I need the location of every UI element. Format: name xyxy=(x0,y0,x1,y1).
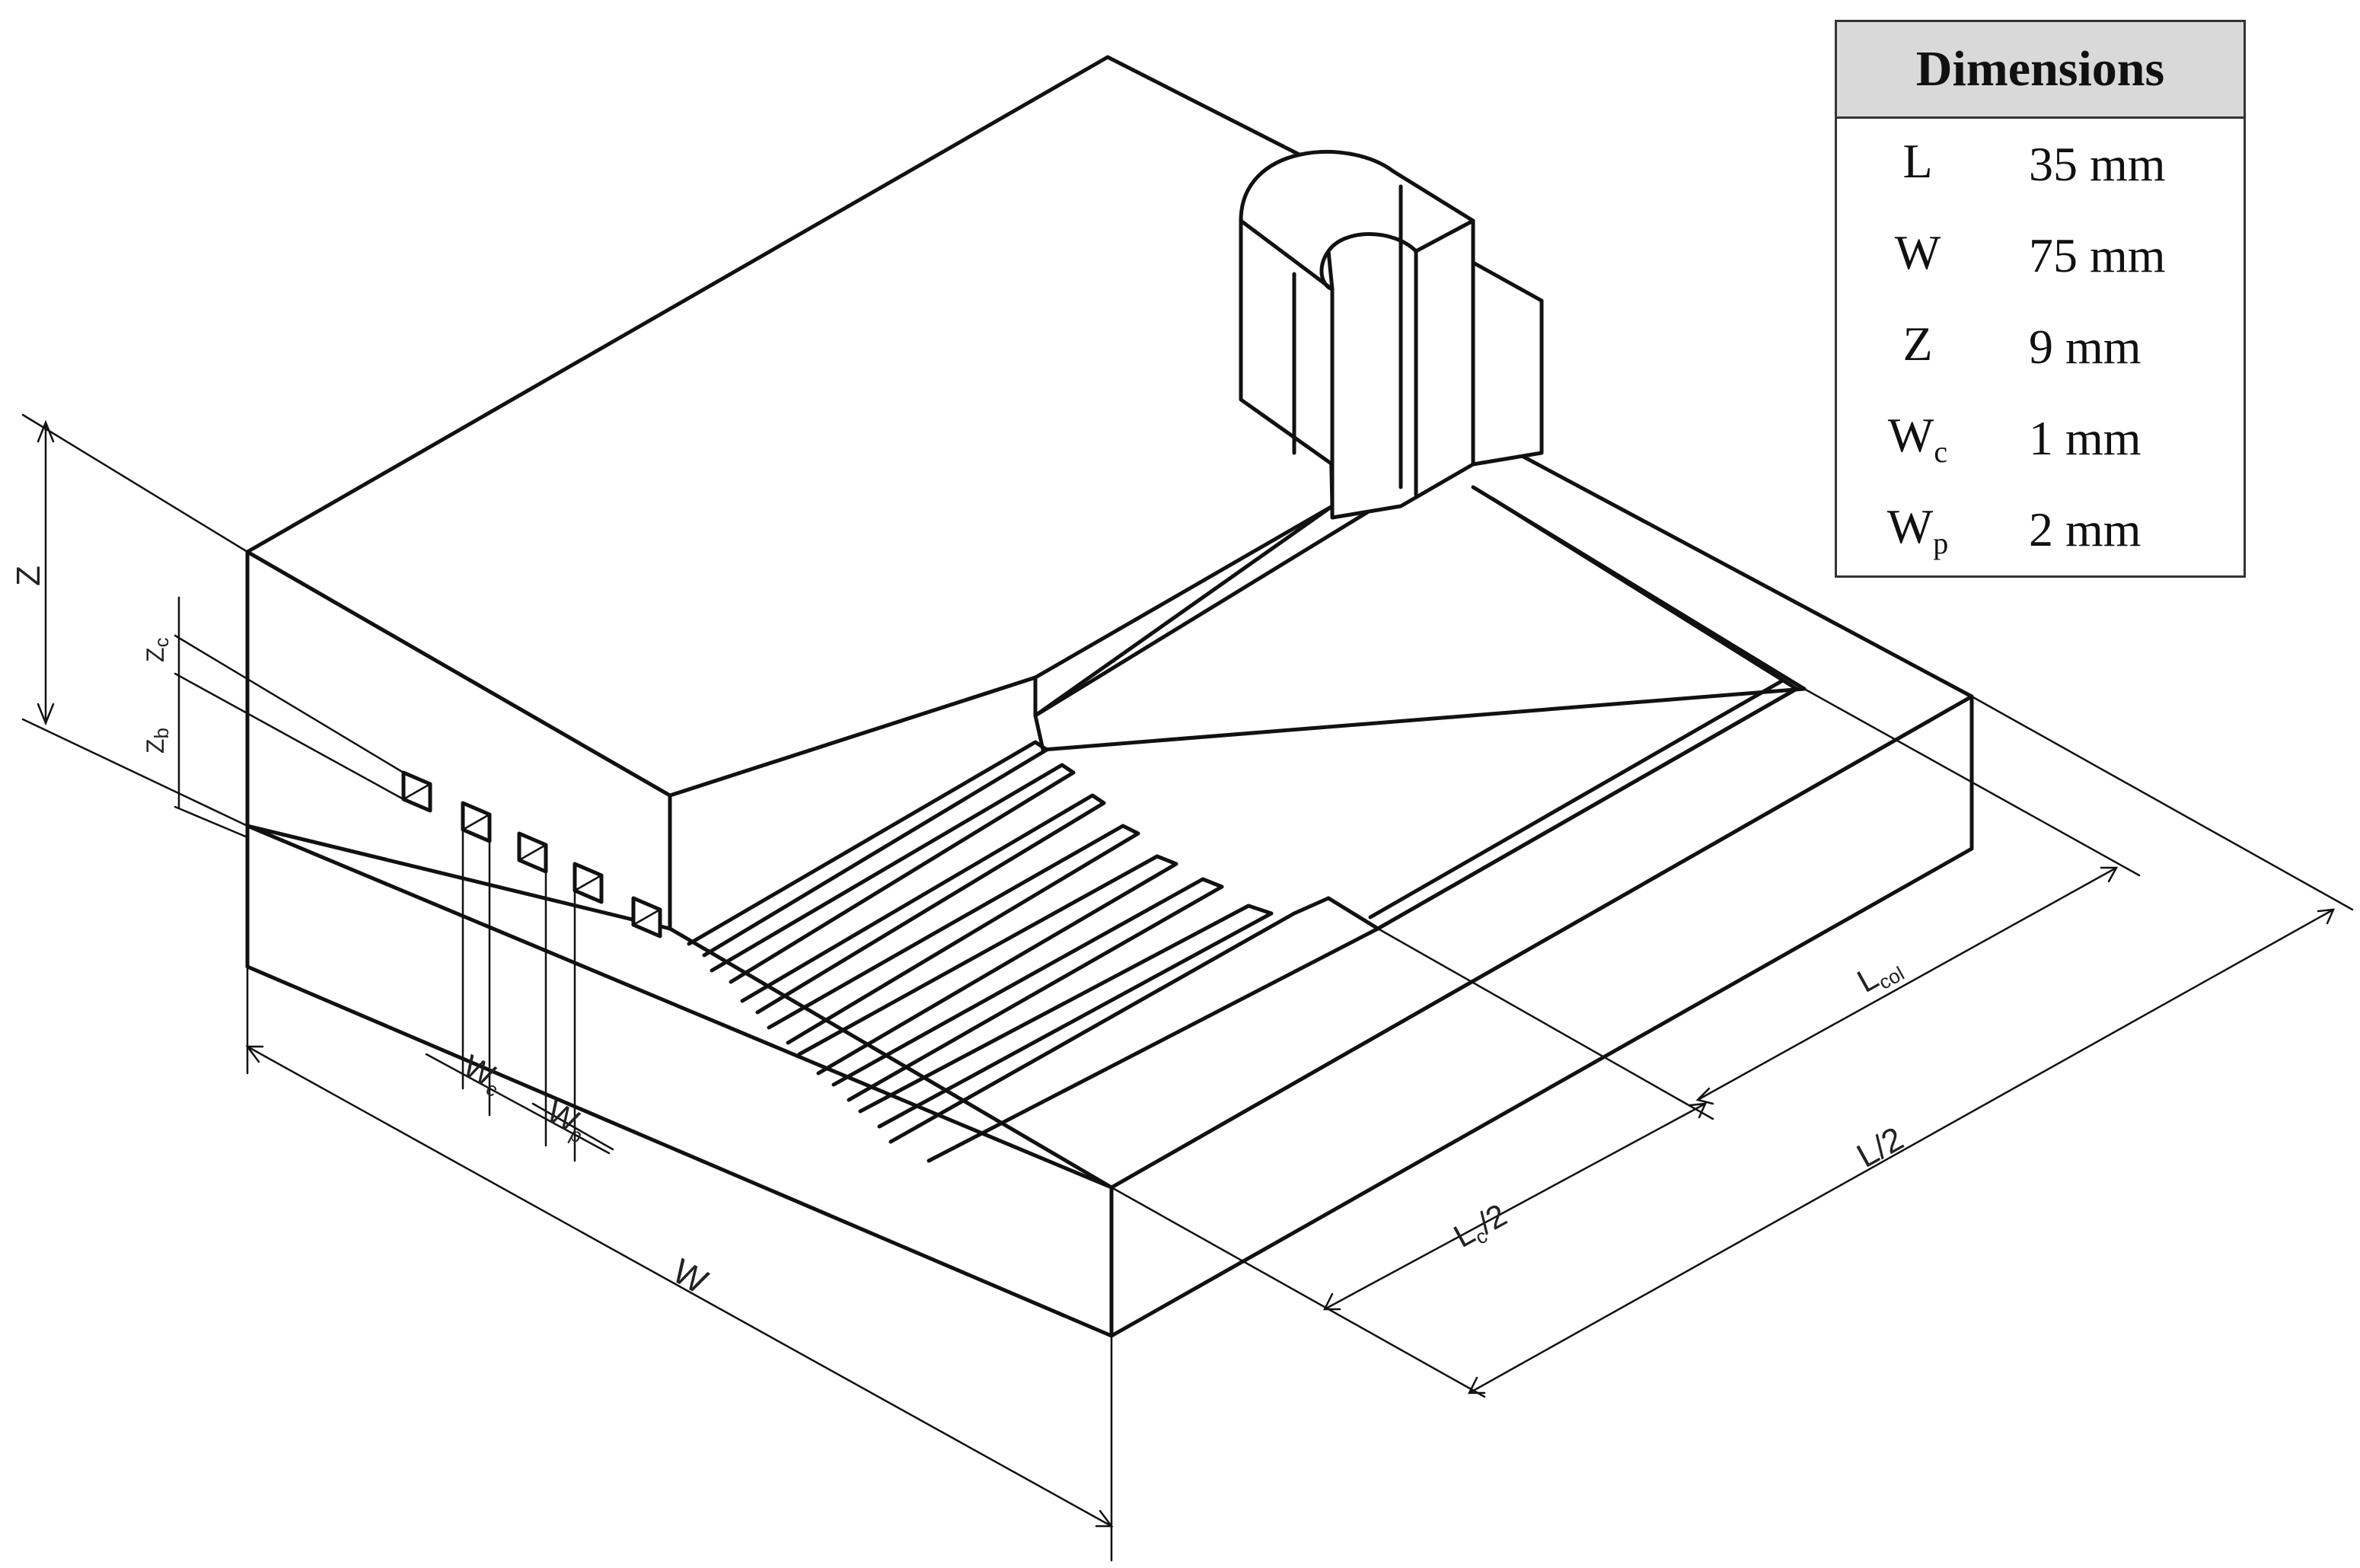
row-symbol: Z xyxy=(1902,317,1933,371)
row-symbol: Wp xyxy=(1886,499,1949,560)
cylinder-body xyxy=(1239,218,1544,520)
row-symbol: L xyxy=(1902,134,1933,189)
table-header: Dimensions xyxy=(1835,21,2245,119)
row-value: 35 mm xyxy=(2029,137,2166,191)
upper-block xyxy=(245,55,1335,931)
table-row: L 35 mm xyxy=(1836,118,2245,211)
channel-openings xyxy=(401,770,662,939)
table-row: Wc 1 mm xyxy=(1836,393,2245,484)
row-value: 2 mm xyxy=(2029,502,2142,556)
row-symbol: W xyxy=(1894,225,1941,280)
label-lcol: Lcol xyxy=(1851,947,1909,1002)
label-zb: Zb xyxy=(142,728,173,754)
table-row: W 75 mm xyxy=(1836,210,2245,301)
label-lc-half: Lc/2 xyxy=(1448,1197,1515,1257)
cylinder-top xyxy=(1239,150,1475,292)
microchannels xyxy=(687,687,1799,1163)
row-value: 1 mm xyxy=(2029,411,2142,465)
label-zc: Zc xyxy=(142,637,173,662)
table-row: Wp 2 mm xyxy=(1836,484,2245,577)
row-value: 9 mm xyxy=(2029,320,2142,374)
label-w: W xyxy=(666,1251,715,1302)
table-row: Z 9 mm xyxy=(1836,301,2245,393)
row-symbol: Wc xyxy=(1887,408,1948,469)
label-z: Z xyxy=(10,566,47,586)
port-cylinder xyxy=(1239,150,1544,520)
dimensions-table: Dimensions L 35 mm W 75 mm Z 9 mm Wc 1 m… xyxy=(1835,20,2246,578)
dimension-lines xyxy=(21,413,2354,1562)
row-value: 75 mm xyxy=(2029,228,2166,282)
label-l-half: L/2 xyxy=(1851,1120,1909,1175)
